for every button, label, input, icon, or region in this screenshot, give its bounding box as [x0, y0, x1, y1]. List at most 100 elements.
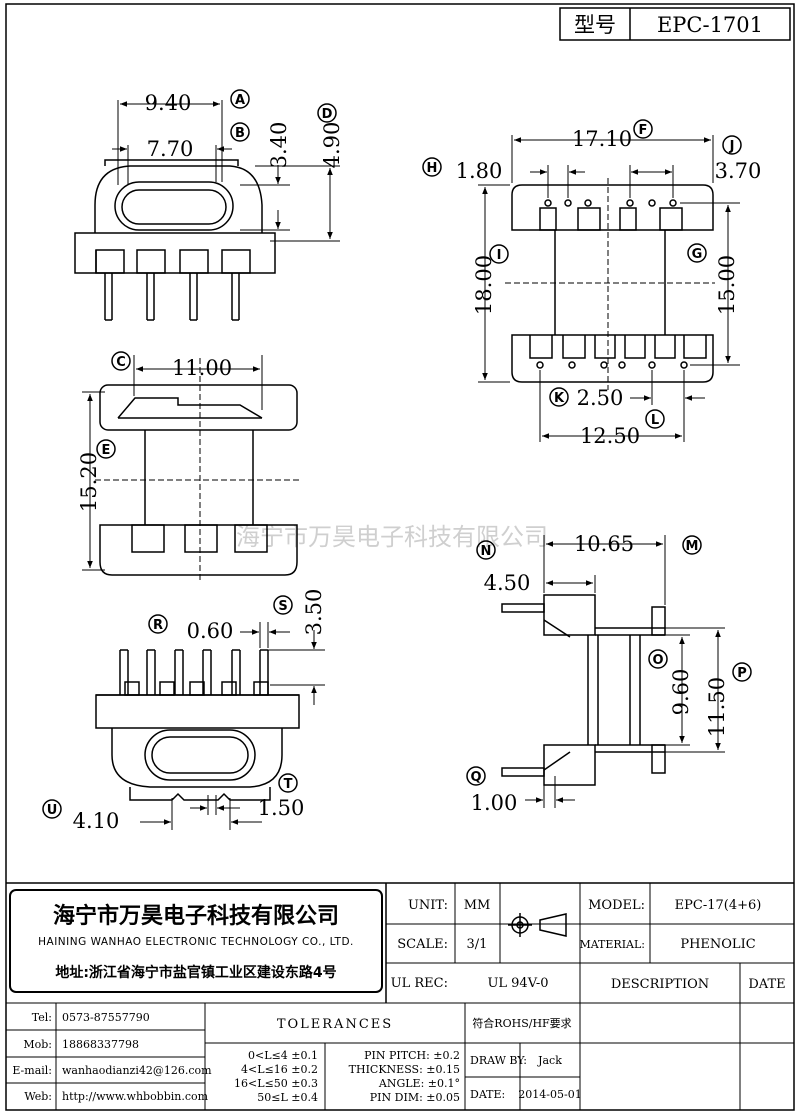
- header-model-box: 型号 EPC-1701: [559, 7, 791, 41]
- material-value: PHENOLIC: [680, 937, 755, 952]
- svg-text:C: C: [116, 355, 126, 370]
- dim-4-90: 4.90: [320, 122, 344, 169]
- email-value: wanhaodianzi42@126.com: [62, 1064, 212, 1077]
- tel-value: 0573-87557790: [62, 1011, 150, 1024]
- svg-text:T: T: [284, 777, 293, 792]
- dims-end-bottom-left: [140, 622, 325, 830]
- company-name-cn: 海宁市万昊电子科技有限公司: [53, 903, 339, 929]
- date-header-label: DATE: [748, 977, 785, 992]
- watermark: 海宁市万昊电子科技有限公司: [236, 523, 548, 551]
- svg-text:L: L: [651, 413, 659, 428]
- callout-l: L: [645, 409, 665, 429]
- svg-text:N: N: [481, 544, 492, 559]
- dim-9-60: 9.60: [669, 669, 693, 716]
- dim-1-80: 1.80: [456, 159, 503, 183]
- tol-row-4: 50≤L ±0.4: [257, 1091, 318, 1104]
- pin-row-2: THICKNESS: ±0.15: [349, 1063, 460, 1076]
- svg-text:Q: Q: [470, 770, 481, 785]
- callout-j: J: [722, 135, 742, 155]
- pin-row-3: ANGLE: ±0.1°: [378, 1077, 460, 1090]
- callout-e: E: [96, 439, 116, 459]
- tol-row-3: 16<L≤50 ±0.3: [234, 1077, 318, 1090]
- dim-11-00: 11.00: [172, 356, 232, 380]
- callout-m: M: [682, 535, 702, 555]
- svg-text:U: U: [47, 803, 58, 818]
- title-block: [6, 882, 794, 1110]
- rohs-note: 符合ROHS/HF要求: [472, 1016, 571, 1030]
- dim-15-00: 15.00: [715, 255, 739, 315]
- tel-label: Tel:: [32, 1011, 52, 1024]
- callout-p: P: [732, 662, 752, 682]
- sheet-border: [5, 3, 795, 1111]
- callout-h: H: [422, 157, 442, 177]
- tol-row-2: 4<L≤16 ±0.2: [241, 1063, 318, 1076]
- scale-value: 3/1: [467, 937, 488, 952]
- callout-u: U: [42, 799, 62, 819]
- view-front-top-left: [74, 159, 276, 321]
- draw-by-label: DRAW BY:: [470, 1054, 527, 1067]
- svg-text:B: B: [235, 126, 245, 141]
- callout-n: N: [476, 540, 496, 560]
- draw-by-value: Jack: [537, 1054, 562, 1067]
- svg-text:G: G: [692, 247, 703, 262]
- dim-17-10: 17.10: [572, 127, 632, 151]
- callout-r: R: [148, 614, 168, 634]
- dims-top-mid-left: [82, 355, 300, 580]
- callout-t: T: [278, 773, 298, 793]
- dim-4-50: 4.50: [484, 571, 531, 595]
- mob-label: Mob:: [23, 1038, 52, 1051]
- web-value: http://www.whbobbin.com: [62, 1090, 209, 1103]
- callout-g: G: [687, 243, 707, 263]
- company-name-en: HAINING WANHAO ELECTRONIC TECHNOLOGY CO.…: [38, 936, 354, 948]
- view-side-right-bottom: [501, 594, 666, 786]
- svg-text:I: I: [497, 248, 502, 263]
- tol-row-1: 0<L≤4 ±0.1: [248, 1049, 318, 1062]
- svg-text:D: D: [322, 107, 333, 122]
- callout-s: S: [273, 595, 293, 615]
- unit-value: MM: [464, 898, 491, 913]
- svg-text:F: F: [639, 123, 648, 138]
- ulrec-value: UL 94V-0: [487, 976, 548, 991]
- date-field-label: DATE:: [470, 1088, 505, 1101]
- pin-row-4: PIN DIM: ±0.05: [370, 1091, 460, 1104]
- dim-18-00: 18.00: [472, 255, 496, 315]
- description-label: DESCRIPTION: [611, 977, 709, 992]
- callout-i: I: [489, 244, 509, 264]
- projection-symbol-icon: [508, 913, 567, 937]
- view-bottom-right-top: [511, 184, 714, 383]
- model-value: EPC-17(4+6): [675, 898, 762, 913]
- svg-text:O: O: [652, 653, 663, 668]
- svg-text:E: E: [102, 443, 111, 458]
- dim-2-50: 2.50: [577, 386, 624, 410]
- dim-3-50: 3.50: [302, 589, 326, 636]
- dims-bottom-right-top: [478, 135, 740, 442]
- callout-q: Q: [466, 766, 486, 786]
- mob-value: 18868337798: [62, 1038, 139, 1051]
- svg-text:R: R: [153, 618, 163, 633]
- callout-c: C: [111, 351, 131, 371]
- dim-0-60: 0.60: [187, 619, 234, 643]
- dim-7-70: 7.70: [147, 137, 194, 161]
- dim-4-10: 4.10: [73, 809, 120, 833]
- dim-1-50: 1.50: [258, 796, 305, 820]
- dim-9-40: 9.40: [145, 91, 192, 115]
- svg-text:A: A: [235, 93, 245, 108]
- callout-b: B: [230, 122, 250, 142]
- callout-a: A: [230, 89, 250, 109]
- svg-text:J: J: [729, 139, 735, 154]
- tolerances-label: TOLERANCES: [277, 1017, 393, 1032]
- date-value: 2014-05-01: [518, 1088, 581, 1101]
- material-label: MATERIAL:: [579, 938, 645, 951]
- scale-label: SCALE:: [397, 937, 448, 952]
- callout-group: A B C D E F G H I J K L M N O P Q R S T …: [42, 89, 752, 819]
- dim-3-40: 3.40: [267, 122, 291, 169]
- email-label: E-mail:: [12, 1064, 52, 1077]
- dim-15-20: 15.20: [77, 452, 101, 512]
- dim-3-70: 3.70: [715, 159, 762, 183]
- part-number: EPC-1701: [657, 13, 763, 37]
- dims-side-right-bottom: [525, 535, 725, 808]
- dim-1-00: 1.00: [471, 791, 518, 815]
- web-label: Web:: [24, 1090, 52, 1103]
- pin-row-1: PIN PITCH: ±0.2: [364, 1049, 460, 1062]
